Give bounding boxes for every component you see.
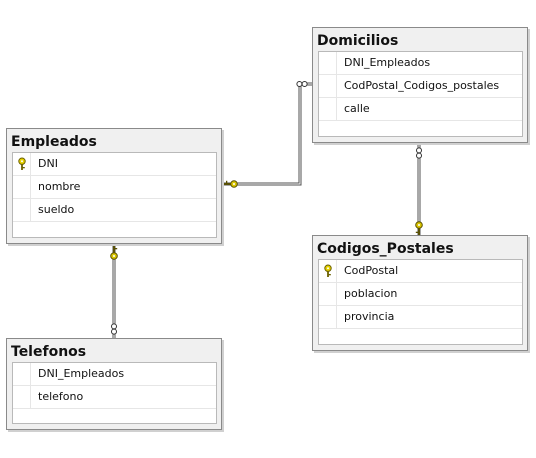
column-name: DNI_Empleados <box>38 367 125 380</box>
infinity-icon <box>416 147 422 159</box>
row-gutter <box>13 386 31 408</box>
column-row[interactable]: poblacion <box>319 283 522 306</box>
key-icon <box>415 221 423 235</box>
column-name: sueldo <box>38 203 75 216</box>
column-name: calle <box>344 102 370 115</box>
row-gutter <box>319 260 337 282</box>
table-empleados[interactable]: Empleados DNI nombre sueldo <box>6 128 222 244</box>
row-gutter <box>319 283 337 305</box>
empty-row <box>319 121 522 144</box>
empty-row <box>319 329 522 352</box>
table-title: Codigos_Postales <box>317 241 454 257</box>
table-title: Empleados <box>11 134 97 150</box>
column-row[interactable]: nombre <box>13 176 216 199</box>
column-row[interactable]: DNI_Empleados <box>319 52 522 75</box>
key-icon <box>324 264 332 277</box>
column-list: CodPostal poblacion provincia <box>318 259 523 345</box>
column-row[interactable]: sueldo <box>13 199 216 222</box>
column-name: DNI <box>38 157 58 170</box>
row-gutter <box>13 363 31 385</box>
column-name: DNI_Empleados <box>344 56 431 69</box>
column-name: CodPostal_Codigos_postales <box>344 79 500 92</box>
row-gutter <box>319 98 337 120</box>
table-title: Telefonos <box>11 344 87 360</box>
infinity-icon <box>296 81 308 87</box>
table-title: Domicilios <box>317 33 399 49</box>
infinity-icon <box>111 323 117 335</box>
table-telefonos[interactable]: Telefonos DNI_Empleados telefono <box>6 338 222 430</box>
column-list: DNI_Empleados telefono <box>12 362 217 424</box>
table-domicilios[interactable]: Domicilios DNI_Empleados CodPostal_Codig… <box>312 27 528 143</box>
key-icon <box>18 157 26 170</box>
column-row[interactable]: CodPostal <box>319 260 522 283</box>
key-icon <box>110 246 118 260</box>
row-gutter <box>13 176 31 198</box>
column-name: CodPostal <box>344 264 399 277</box>
column-name: nombre <box>38 180 81 193</box>
column-row[interactable]: CodPostal_Codigos_postales <box>319 75 522 98</box>
empty-row <box>13 409 216 432</box>
relationship-line[interactable] <box>222 82 312 186</box>
column-row[interactable]: DNI_Empleados <box>13 363 216 386</box>
row-gutter <box>319 75 337 97</box>
column-row[interactable]: telefono <box>13 386 216 409</box>
column-name: telefono <box>38 390 84 403</box>
row-gutter <box>319 52 337 74</box>
row-gutter <box>319 306 337 328</box>
column-name: poblacion <box>344 287 398 300</box>
empty-row <box>13 222 216 245</box>
row-gutter <box>13 153 31 175</box>
column-list: DNI nombre sueldo <box>12 152 217 238</box>
row-gutter <box>13 199 31 221</box>
column-row[interactable]: provincia <box>319 306 522 329</box>
column-name: provincia <box>344 310 395 323</box>
column-row[interactable]: DNI <box>13 153 216 176</box>
key-icon <box>224 180 238 188</box>
column-row[interactable]: calle <box>319 98 522 121</box>
table-codigos-postales[interactable]: Codigos_Postales CodPostal poblacion pro… <box>312 235 528 351</box>
column-list: DNI_Empleados CodPostal_Codigos_postales… <box>318 51 523 137</box>
